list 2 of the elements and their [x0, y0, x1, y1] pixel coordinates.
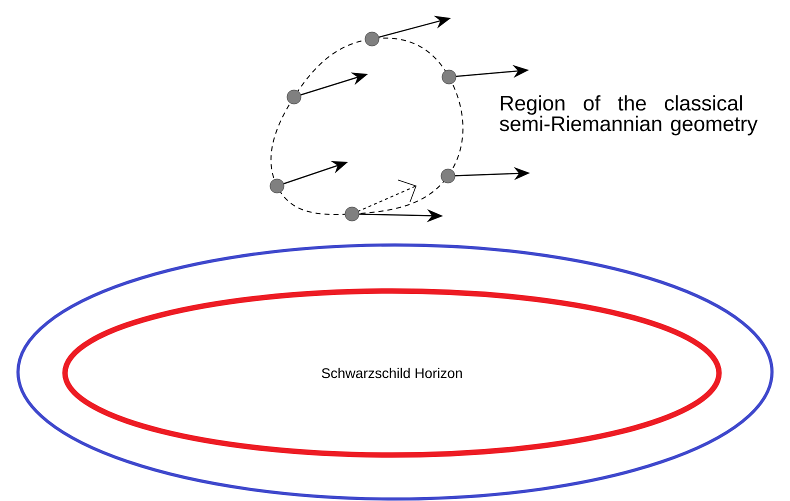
outer-ellipse [16, 243, 774, 501]
region-label: Region of the classical semi-Riemannian geometry [500, 95, 758, 136]
